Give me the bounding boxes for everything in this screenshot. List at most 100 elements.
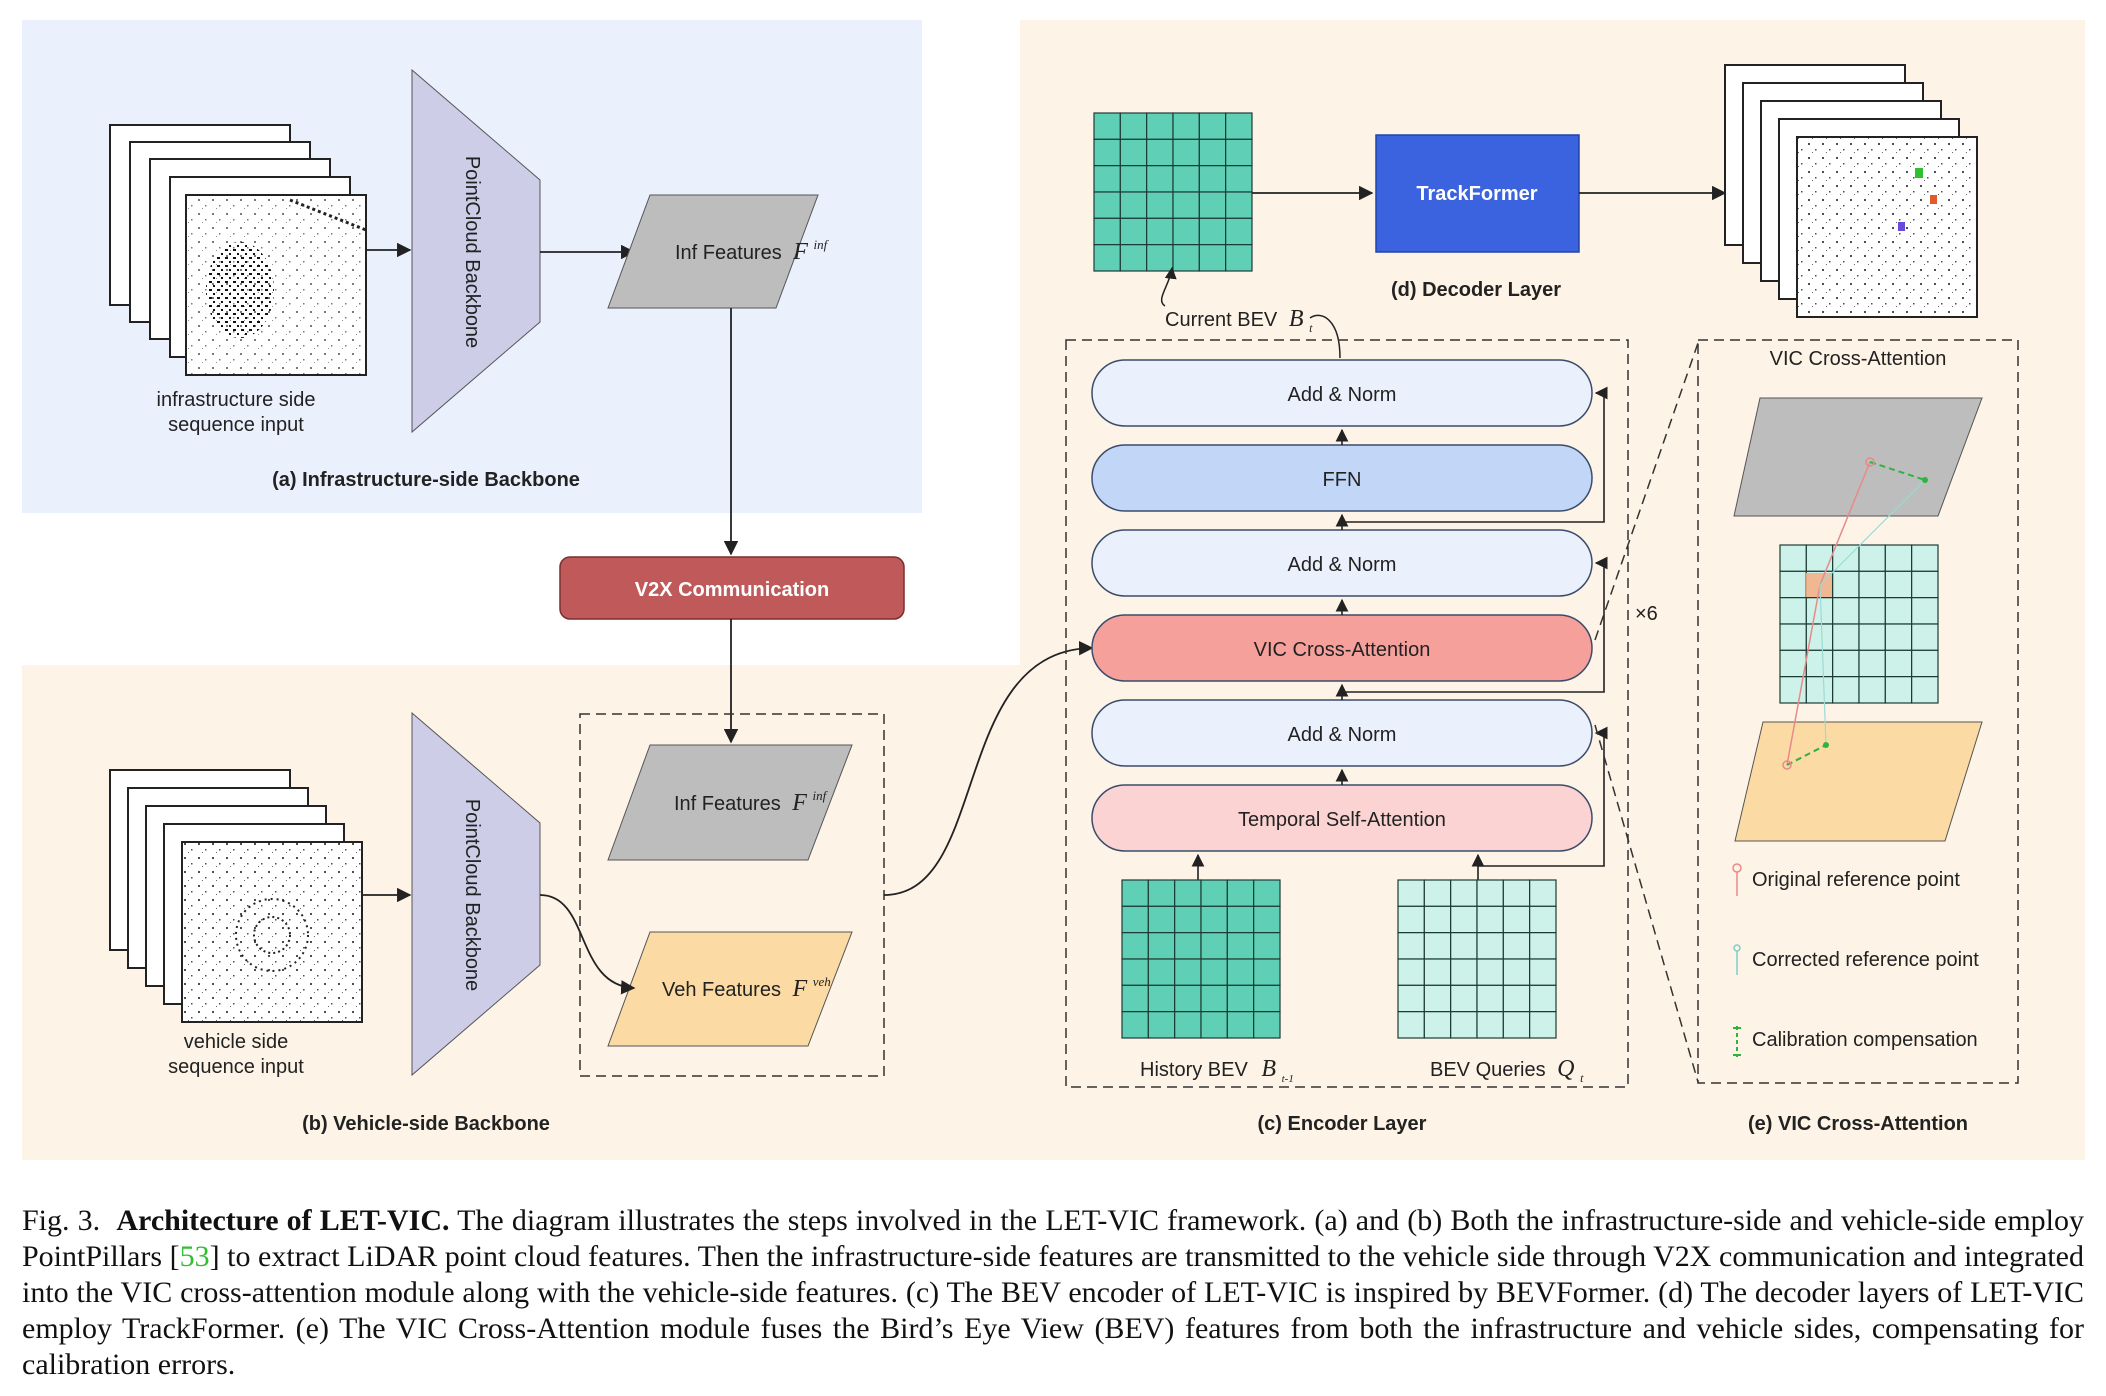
bev-grid-cell bbox=[1226, 879, 1255, 907]
bev-grid-cell bbox=[1884, 649, 1913, 678]
bev-grid-cell bbox=[1174, 1011, 1202, 1039]
bev-grid-cell bbox=[1121, 958, 1149, 986]
add-norm-label-2: Add & Norm bbox=[1288, 554, 1397, 576]
v2x-communication bbox=[559, 556, 905, 620]
bev-grid-cell bbox=[1423, 932, 1452, 960]
bev-grid-cell bbox=[1253, 1011, 1281, 1039]
bev-grid-cell bbox=[1147, 905, 1176, 934]
bev-grid-cell bbox=[1832, 623, 1860, 651]
vic-panel-title: (e) VIC Cross-Attention bbox=[1748, 1113, 1968, 1135]
bev-grid-cell bbox=[1423, 1011, 1452, 1039]
bev-grid-cell bbox=[1172, 165, 1200, 193]
bev-grid-cell bbox=[1225, 165, 1253, 193]
bev-grid-cell bbox=[1119, 165, 1148, 193]
bev-queries-grid bbox=[1397, 879, 1557, 1039]
bev-grid-cell bbox=[1832, 597, 1860, 625]
vehicle-input-label-2: sequence input bbox=[168, 1056, 304, 1078]
bev-grid-cell bbox=[1529, 932, 1557, 960]
caption-text-2: ] to extract LiDAR point cloud features.… bbox=[22, 1240, 2084, 1381]
bev-grid-cell bbox=[1529, 958, 1557, 986]
bev-grid-cell bbox=[1779, 544, 1807, 572]
figure-caption: Fig. 3. Architecture of LET-VIC. The dia… bbox=[22, 1203, 2084, 1383]
current-bev-label: Current BEV B t bbox=[1165, 306, 1313, 335]
vehicle-panel-title: (b) Vehicle-side Backbone bbox=[302, 1113, 550, 1135]
bev-grid-cell bbox=[1450, 905, 1478, 934]
bev-grid-cell bbox=[1198, 217, 1227, 246]
bev-grid-cell bbox=[1397, 958, 1425, 986]
infra-input-label-1: infrastructure side bbox=[157, 389, 316, 411]
vehicle-inf-features-label: Inf Features F inf bbox=[674, 788, 829, 816]
bev-grid-cell bbox=[1119, 138, 1148, 167]
bev-grid-cell bbox=[1911, 649, 1939, 678]
trackformer bbox=[1375, 134, 1580, 253]
bev-grid-cell bbox=[1832, 649, 1860, 678]
encoder-box bbox=[1065, 339, 1629, 1088]
bev-grid-cell bbox=[1226, 984, 1255, 1013]
current-bev-grid bbox=[1093, 112, 1253, 272]
vehicle-feature-plane bbox=[1734, 721, 1983, 842]
legend-calibration-icon bbox=[1733, 1026, 1741, 1057]
bev-grid-cell bbox=[1529, 879, 1557, 907]
bev-grid-cell bbox=[1172, 217, 1200, 246]
bev-grid-cell bbox=[1502, 932, 1531, 960]
bev-grid-cell bbox=[1121, 932, 1149, 960]
bev-grid-cell bbox=[1226, 905, 1255, 934]
history-bev-label: History BEV B t-1 bbox=[1140, 1056, 1294, 1085]
bev-grid-cell bbox=[1226, 1011, 1255, 1039]
add-norm-label-1: Add & Norm bbox=[1288, 724, 1397, 746]
legend-original-label: Original reference point bbox=[1752, 869, 1960, 891]
bev-grid-cell bbox=[1450, 879, 1478, 907]
bev-grid-cell bbox=[1911, 544, 1939, 572]
bev-grid-cell bbox=[1502, 984, 1531, 1013]
vehicle-backbone-label: PointCloud Backbone bbox=[461, 799, 483, 991]
bev-grid-cell bbox=[1858, 544, 1886, 572]
bev-grid-cell bbox=[1174, 932, 1202, 960]
bev-grid-cell bbox=[1093, 244, 1121, 272]
bev-grid-cell bbox=[1225, 138, 1253, 167]
bev-grid-cell bbox=[1146, 191, 1174, 219]
bev-grid-cell bbox=[1225, 112, 1253, 140]
caption-bold-title: Architecture of LET-VIC. bbox=[116, 1204, 450, 1237]
bev-grid-cell bbox=[1450, 1011, 1478, 1039]
bev-grid-cell bbox=[1093, 217, 1121, 246]
bev-grid-cell bbox=[1911, 676, 1939, 704]
bev-grid-cell bbox=[1174, 905, 1202, 934]
bev-grid-cell bbox=[1911, 597, 1939, 625]
caption-text-1: The diagram illustrates the steps involv… bbox=[22, 1204, 2085, 1273]
trackformer-label: TrackFormer bbox=[1416, 183, 1537, 205]
vehicle-input-label-1: vehicle side bbox=[184, 1031, 289, 1053]
bev-grid-cell bbox=[1832, 544, 1860, 572]
bev-grid-cell bbox=[1225, 217, 1253, 246]
bev-grid-cell bbox=[1172, 191, 1200, 219]
bev-grid-cell bbox=[1121, 1011, 1149, 1039]
bev-grid-cell bbox=[1476, 879, 1504, 907]
bev-grid-cell bbox=[1529, 1011, 1557, 1039]
bev-grid-cell bbox=[1779, 623, 1807, 651]
infra-input-label-2: sequence input bbox=[168, 414, 304, 436]
bev-grid-cell bbox=[1200, 1011, 1228, 1039]
bev-grid-cell bbox=[1476, 1011, 1504, 1039]
legend-corrected-icon bbox=[1733, 944, 1741, 975]
bev-grid-cell bbox=[1121, 984, 1149, 1013]
bev-grid-cell bbox=[1198, 112, 1227, 140]
bev-grid-cell bbox=[1832, 676, 1860, 704]
bev-grid-cell bbox=[1200, 984, 1228, 1013]
bev-grid-cell bbox=[1147, 984, 1176, 1013]
bev-grid-cell bbox=[1174, 879, 1202, 907]
bev-grid-cell bbox=[1226, 932, 1255, 960]
bev-grid-cell bbox=[1450, 958, 1478, 986]
bev-grid-cell bbox=[1397, 984, 1425, 1013]
bev-grid-cell bbox=[1198, 165, 1227, 193]
bev-grid-cell bbox=[1093, 138, 1121, 167]
bev-grid-cell bbox=[1198, 138, 1227, 167]
bev-grid-cell bbox=[1253, 879, 1281, 907]
bev-grid-cell bbox=[1172, 112, 1200, 140]
caption-citation-link[interactable]: 53 bbox=[179, 1240, 210, 1273]
bev-grid-cell bbox=[1119, 191, 1148, 219]
bev-grid-cell bbox=[1172, 138, 1200, 167]
bev-grid-cell bbox=[1779, 649, 1807, 678]
vic-detail-box bbox=[1697, 339, 2019, 1084]
bev-grid-cell bbox=[1502, 958, 1531, 986]
zoom-line-top bbox=[1594, 342, 1699, 641]
architecture-diagram: infrastructure side sequence input Point… bbox=[22, 20, 2085, 1160]
